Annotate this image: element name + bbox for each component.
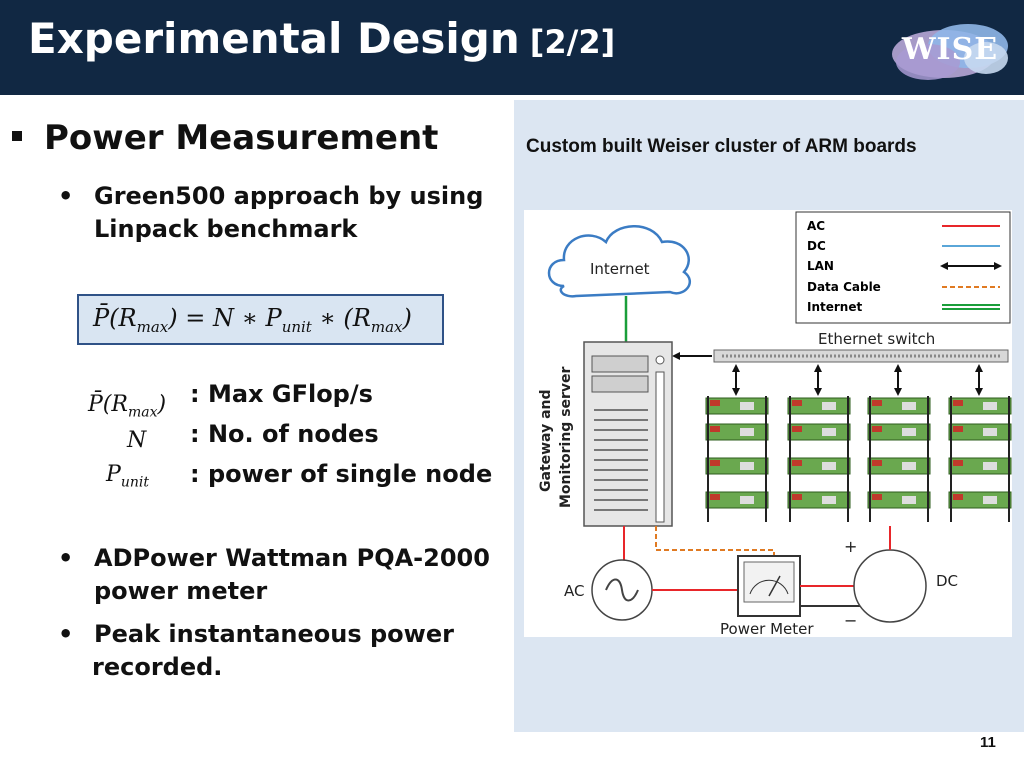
server-label-line1: Gateway and (538, 389, 554, 492)
symbol-p-unit: Punit (106, 462, 149, 491)
ac-label: AC (564, 582, 584, 600)
wise-logo: WISE (888, 18, 1012, 84)
minus-sign: − (844, 611, 857, 630)
main-bullet-power-measurement: Power Measurement (12, 118, 438, 158)
cluster-diagram: Internet AC DC LAN Data Cable Internet E… (524, 210, 1012, 637)
legend-dc: DC (807, 239, 826, 253)
square-bullet-icon (12, 130, 22, 141)
dc-label: DC (936, 572, 958, 590)
power-meter-label: Power Meter (720, 620, 814, 637)
symbol-n: N (127, 428, 147, 453)
ethernet-switch-label: Ethernet switch (818, 330, 935, 348)
server-label-line2: Monitoring server (558, 366, 574, 508)
page-number: 11 (980, 734, 996, 751)
definition-max-gflops: : Max GFlop/s (190, 380, 373, 408)
plus-sign: + (844, 537, 857, 556)
formula-box: P̄(Rmax) = N ∗ Punit ∗ (Rmax) (77, 294, 444, 345)
figure-caption: Custom built Weiser cluster of ARM board… (526, 136, 917, 157)
legend-lan: LAN (807, 259, 834, 273)
slide-title-suffix: [2/2] (529, 23, 616, 61)
gateway-server-icon (583, 341, 673, 527)
logo-text: WISE (901, 32, 999, 67)
power-formula: P̄(Rmax) = N ∗ Punit ∗ (Rmax) (93, 304, 412, 336)
legend-internet: Internet (807, 300, 862, 314)
arm-board-racks-icon (705, 395, 1012, 523)
bullet-dot-icon: • (58, 620, 74, 648)
power-meter-icon (737, 555, 801, 617)
title-bar: Experimental Design[2/2] WISE (0, 0, 1024, 95)
internet-label: Internet (590, 260, 650, 278)
diagram-legend: AC DC LAN Data Cable Internet (795, 211, 1011, 324)
symbol-p-rmax: P̄(Rmax) (88, 392, 167, 421)
lan-connections (735, 368, 980, 390)
bullet-dot-icon: • (58, 182, 74, 210)
bullet-dot-icon: • (58, 544, 74, 572)
slide-title: Experimental Design[2/2] (28, 14, 616, 63)
ethernet-switch-icon (713, 349, 1009, 363)
internet-cloud-icon: Internet (547, 225, 691, 298)
definition-nodes: : No. of nodes (190, 420, 379, 448)
legend-data-cable: Data Cable (807, 280, 881, 294)
dc-source-icon (853, 549, 927, 623)
ac-source-icon (591, 559, 653, 621)
legend-ac: AC (807, 219, 825, 233)
definition-single-node-power: : power of single node (190, 460, 493, 488)
